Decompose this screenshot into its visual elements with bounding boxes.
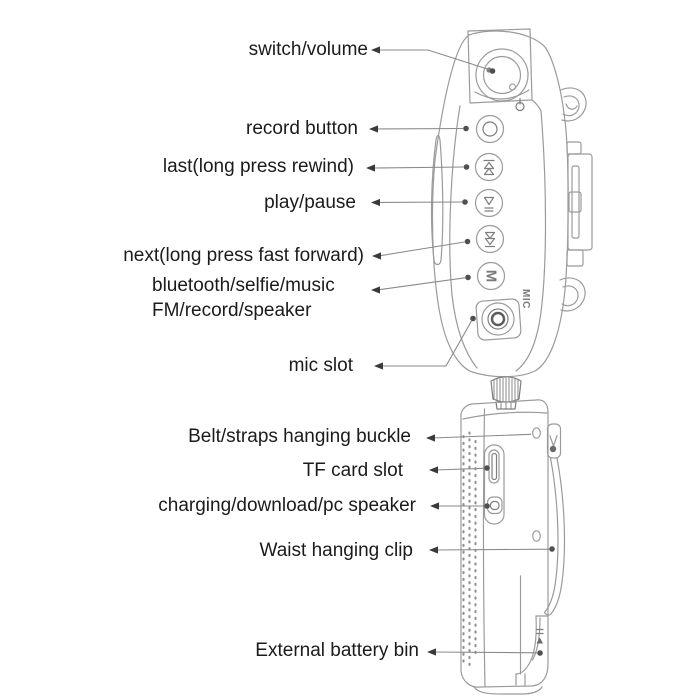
callout-tf-card-slot: TF card slot [302,460,403,481]
power-icon [515,97,525,112]
leader-record-button [369,125,469,133]
face-edge-top [531,99,542,112]
leader-charging-port [430,502,490,510]
leader-belt-buckle [426,433,532,442]
callout-waist-clip: Waist hanging clip [259,540,413,561]
callout-last-button: last(long press rewind) [162,156,354,177]
callout-mic-slot: mic slot [288,355,353,376]
base-edge [473,686,543,695]
leader-play-pause [371,198,468,207]
mic-jack-label: MIC [520,289,531,309]
callout-play-pause: play/pause [264,192,356,213]
mode-button-label: M [483,270,500,283]
hanging-buckle-hole-bottom [532,530,541,542]
leader-mode-button [371,274,471,294]
leader-mic-slot [374,315,476,370]
leader-battery-bin [427,648,543,656]
top-face-edge [462,411,548,420]
mode-button-icon: M [476,261,506,291]
previous-button-icon [474,152,504,182]
callout-switch-volume: switch/volume [248,39,368,60]
callout-leaders [366,46,555,656]
unlock-marking-icon [535,628,544,644]
leader-last-button [366,164,470,172]
face-divider [482,408,486,687]
side-body [460,399,549,688]
waist-clip-icon [543,423,566,616]
hanging-buckle-hole-top [532,427,541,439]
hanging-loop-bottom-icon [559,277,586,312]
volume-knob-icon [474,48,530,102]
knurled-knob-icon [490,376,522,410]
callout-mode-functions-line1: bluetooth/selfie/music [152,275,335,296]
callout-record-button: record button [246,118,358,139]
face-edge-right [515,110,547,372]
side-clip-bracket [566,141,593,267]
face-edge-left [449,105,478,369]
side-groove [430,134,444,266]
hanging-loop-top-icon [560,87,587,122]
record-button-icon [475,114,505,144]
leader-waist-clip [429,546,555,554]
leader-next-button [372,238,471,260]
callout-mode-functions: bluetooth/selfie/music FM/record/speaker [152,273,335,323]
callout-belt-buckle: Belt/straps hanging buckle [188,426,411,447]
callout-next-button: next(long press fast forward) [123,245,364,266]
main-unit-side-view [460,376,566,695]
battery-bin-latch-icon [515,575,549,686]
callout-mode-functions-line2: FM/record/speaker [152,300,312,321]
mic-jack-icon: MIC [475,289,531,341]
main-unit-front-view: M MIC [430,28,593,378]
next-button-icon [475,224,505,254]
port-panel [483,444,505,525]
device-body [431,30,569,378]
callout-battery-bin: External battery bin [255,640,419,661]
tf-card-slot-icon [488,449,500,484]
play-pause-button-icon [474,188,504,218]
callout-charging-port: charging/download/pc speaker [158,495,416,516]
leader-switch-volume [371,46,496,74]
leader-tf-card-slot [429,465,490,474]
